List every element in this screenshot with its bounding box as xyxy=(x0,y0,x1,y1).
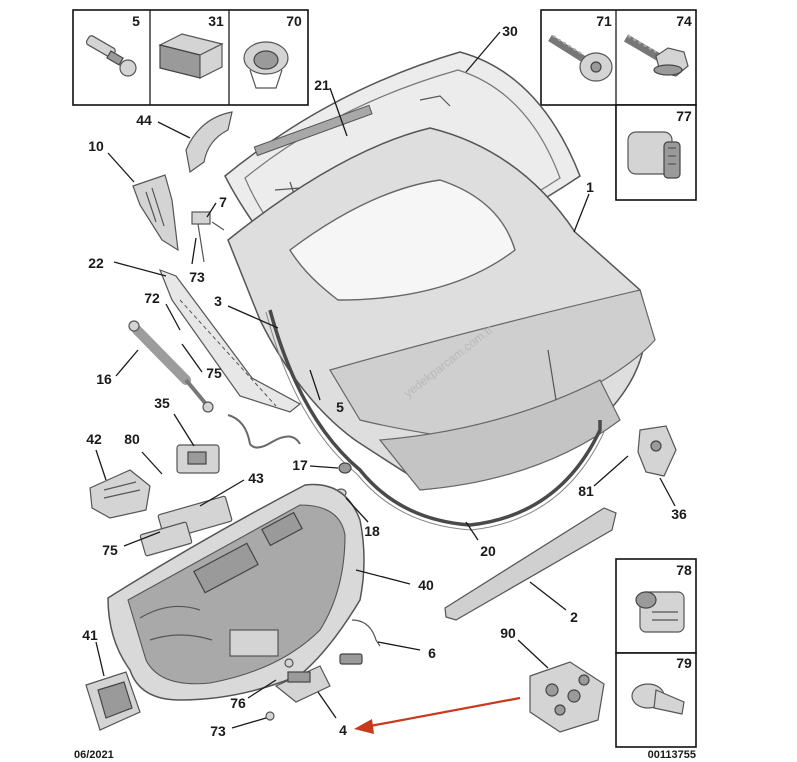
label-part-17[interactable]: 17 xyxy=(292,457,308,473)
label-part-79[interactable]: 79 xyxy=(676,655,692,671)
clip-part-73-lower xyxy=(265,711,275,721)
seal-part-20 xyxy=(268,309,602,527)
label-part-30[interactable]: 30 xyxy=(502,23,518,39)
hinge-bracket-part-7 xyxy=(191,211,225,263)
label-part-41[interactable]: 41 xyxy=(82,627,98,643)
hinge-part-10 xyxy=(132,174,179,252)
label-part-73-upper[interactable]: 73 xyxy=(189,269,205,285)
label-part-1[interactable]: 1 xyxy=(586,179,594,195)
part-labels: 30 21 1 44 10 7 73 22 3 72 75 16 5 35 80… xyxy=(82,23,687,739)
push-pin-part-79 xyxy=(631,683,685,715)
label-part-10[interactable]: 10 xyxy=(88,138,104,154)
label-part-42[interactable]: 42 xyxy=(86,431,102,447)
label-part-35[interactable]: 35 xyxy=(154,395,170,411)
label-part-22[interactable]: 22 xyxy=(88,255,104,271)
label-part-6[interactable]: 6 xyxy=(428,645,436,661)
label-part-44[interactable]: 44 xyxy=(136,112,152,128)
bolt-part-74 xyxy=(623,34,689,77)
inner-trim-panel-part-40 xyxy=(107,483,365,701)
leader-lines xyxy=(95,31,676,729)
reinforcement-part-22 xyxy=(158,268,302,413)
label-part-72[interactable]: 72 xyxy=(144,290,160,306)
label-part-40[interactable]: 40 xyxy=(418,577,434,593)
label-part-20[interactable]: 20 xyxy=(480,543,496,559)
clip-part-76 xyxy=(284,658,294,668)
tailgate-shell-part-1: yedekparcam.com.tr xyxy=(227,127,656,491)
foam-block-part-31 xyxy=(158,33,224,79)
latch-part-36 xyxy=(637,425,677,477)
fastener-kit-part-90 xyxy=(529,661,605,733)
gas-strut-part-16 xyxy=(128,320,214,413)
date-code: 06/2021 xyxy=(74,749,114,761)
label-part-18[interactable]: 18 xyxy=(364,523,380,539)
bracket-part-75-lower xyxy=(139,521,193,557)
label-part-75-lower[interactable]: 75 xyxy=(102,542,118,558)
label-part-71[interactable]: 71 xyxy=(596,13,612,29)
label-part-73-lower[interactable]: 73 xyxy=(210,723,226,739)
hinge-cover-part-44 xyxy=(185,111,233,174)
label-part-16[interactable]: 16 xyxy=(96,371,112,387)
label-part-21[interactable]: 21 xyxy=(314,77,330,93)
clip-part-78 xyxy=(635,591,685,633)
label-part-78[interactable]: 78 xyxy=(676,562,692,578)
inset-box-top-left: 5 31 70 xyxy=(72,9,309,106)
camera-module-part-35 xyxy=(176,444,220,474)
label-part-5-main[interactable]: 5 xyxy=(336,399,344,415)
grommet-part-17 xyxy=(338,462,352,474)
clip-part-77 xyxy=(627,131,681,179)
drawing-reference: 00113755 xyxy=(648,749,696,761)
label-part-3[interactable]: 3 xyxy=(214,293,222,309)
inset-box-bottom-right: 78 79 xyxy=(615,558,697,748)
connector-part-6 xyxy=(339,619,381,665)
label-part-81[interactable]: 81 xyxy=(578,483,594,499)
label-part-74[interactable]: 74 xyxy=(676,13,692,29)
highlight-arrow xyxy=(354,696,521,734)
ball-stud-part-5 xyxy=(85,35,137,77)
label-part-5-inset[interactable]: 5 xyxy=(132,13,140,29)
label-part-76[interactable]: 76 xyxy=(230,695,246,711)
glass-strip-part-21 xyxy=(253,104,373,157)
screw-part-71 xyxy=(548,35,613,82)
label-part-4[interactable]: 4 xyxy=(339,722,347,738)
handle-part-4 xyxy=(274,665,331,703)
sensor-part-41 xyxy=(85,671,141,731)
trim-strip-part-2 xyxy=(444,507,617,621)
grommet-part-70 xyxy=(243,41,289,89)
label-part-80[interactable]: 80 xyxy=(124,431,140,447)
rear-latch-part-42 xyxy=(89,469,151,519)
label-part-77[interactable]: 77 xyxy=(676,108,692,124)
inset-box-top-right: 71 74 77 xyxy=(540,9,697,201)
label-part-36[interactable]: 36 xyxy=(671,506,687,522)
label-part-7[interactable]: 7 xyxy=(219,194,227,210)
label-part-75-upper[interactable]: 75 xyxy=(206,365,222,381)
wiring-harness xyxy=(227,414,301,449)
label-part-70[interactable]: 70 xyxy=(286,13,302,29)
label-part-31[interactable]: 31 xyxy=(208,13,224,29)
label-part-43[interactable]: 43 xyxy=(248,470,264,486)
label-part-2[interactable]: 2 xyxy=(570,609,578,625)
label-part-90[interactable]: 90 xyxy=(500,625,516,641)
